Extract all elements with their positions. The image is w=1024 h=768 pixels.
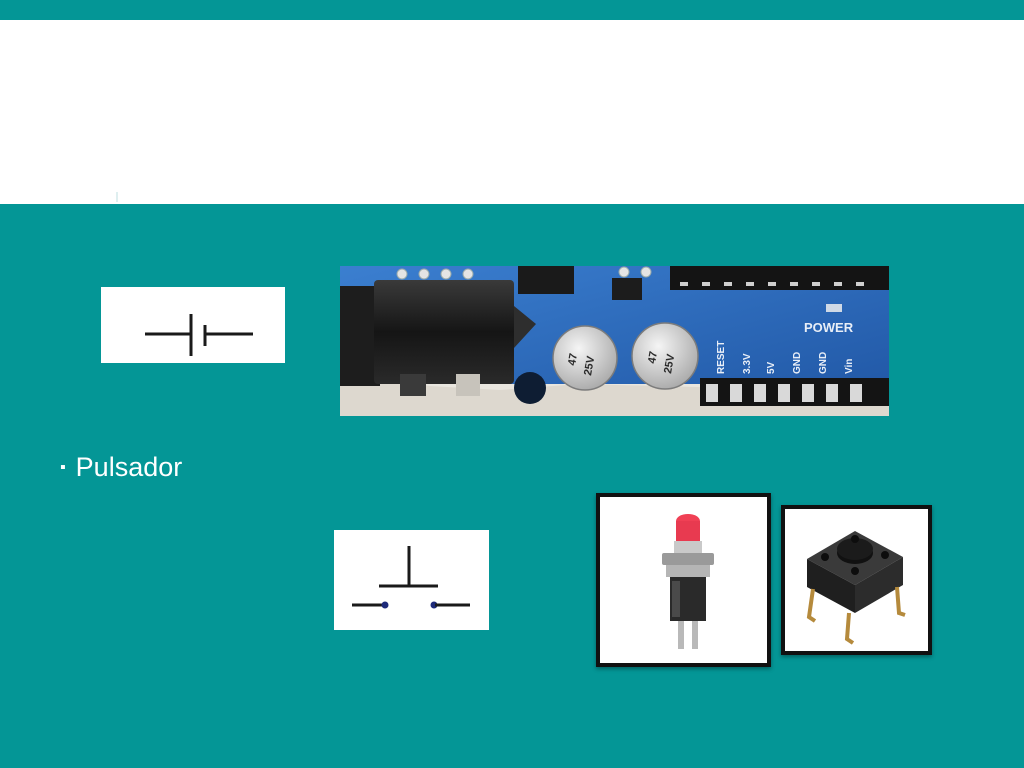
arduino-board-image: 47 25V 47 25V POWER RESET 3.3V 5V GND GN… bbox=[340, 266, 889, 416]
pcb-label-5v: 5V bbox=[766, 361, 777, 374]
top-strip bbox=[0, 0, 1024, 20]
pushbutton-symbol-icon bbox=[352, 546, 470, 609]
pcb-label-3v3: 3.3V bbox=[742, 353, 753, 374]
pcb-label-power: POWER bbox=[804, 320, 854, 335]
bullet-text: Pulsador bbox=[75, 452, 183, 482]
battery-symbol-icon bbox=[145, 314, 253, 356]
tactile-switch-image bbox=[785, 509, 928, 651]
battery-symbol bbox=[101, 287, 285, 363]
text-residue bbox=[116, 192, 118, 202]
bullet-square-icon: ▪ bbox=[60, 458, 66, 476]
pcb-label-vin: Vin bbox=[844, 359, 855, 374]
capacitor-label-capacity-2: 47 bbox=[646, 350, 660, 364]
title-placeholder bbox=[0, 20, 1024, 204]
arduino-power-jack-photo: 47 25V 47 25V POWER RESET 3.3V 5V GND GN… bbox=[340, 266, 889, 416]
pcb-label-gnd-2: GND bbox=[818, 352, 829, 374]
tactile-switch-photo bbox=[781, 505, 932, 655]
capacitor-label-capacity-1: 47 bbox=[566, 352, 580, 366]
bullet-item-pulsador: ▪ Pulsador bbox=[60, 452, 182, 483]
pushbutton-photo bbox=[596, 493, 771, 667]
pushbutton-image bbox=[600, 497, 767, 663]
pushbutton-symbol bbox=[334, 530, 489, 630]
capacitor-label-voltage-2: 25V bbox=[662, 353, 677, 375]
pcb-label-reset: RESET bbox=[716, 341, 727, 374]
pcb-label-gnd-1: GND bbox=[792, 352, 803, 374]
capacitor-label-voltage-1: 25V bbox=[582, 355, 597, 377]
